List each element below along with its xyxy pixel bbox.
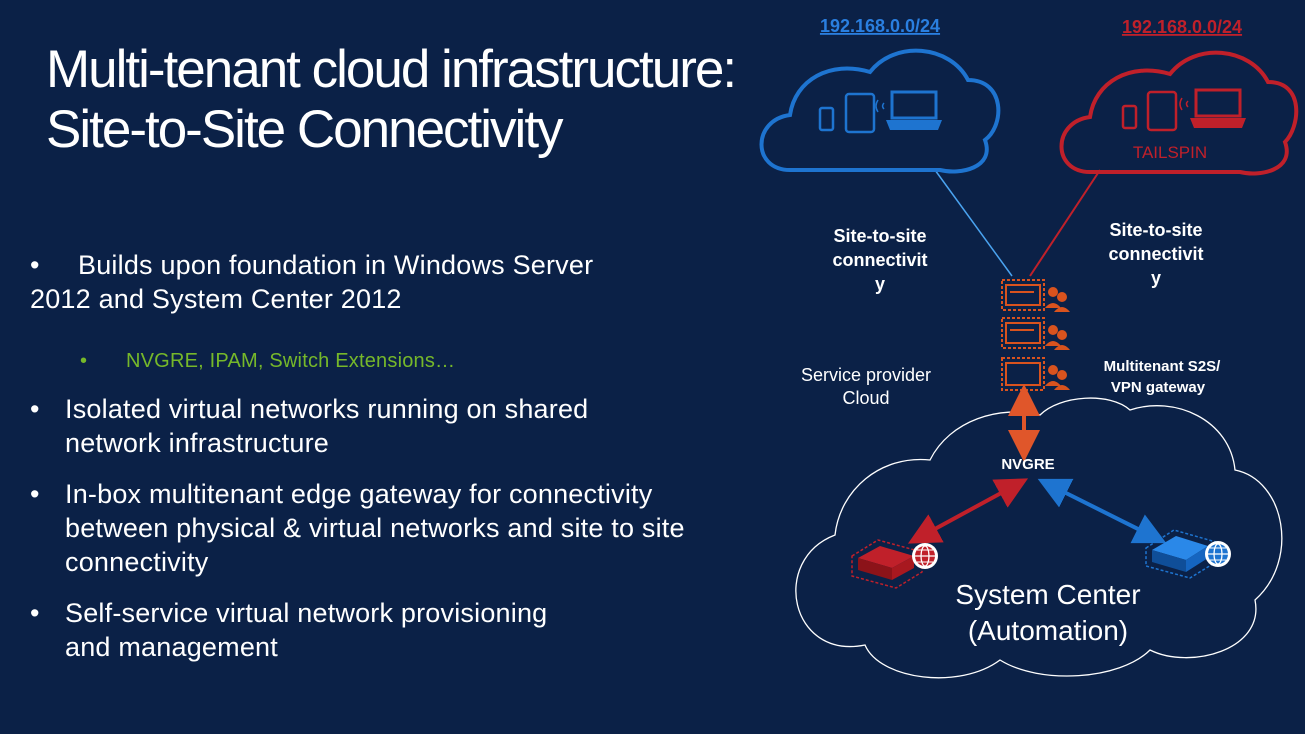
users-icon [1045, 365, 1070, 390]
laptop-icon [1179, 88, 1246, 128]
gateway-label-line-1: Multitenant S2S/ [1104, 358, 1222, 375]
service-provider-line-1: Service provider [801, 365, 931, 385]
bullet-dot: • [30, 394, 40, 424]
system-center-line-2: (Automation) [968, 615, 1128, 646]
users-icon [1045, 325, 1070, 350]
bullet-4-line-1: Self-service virtual network provisionin… [65, 598, 548, 628]
left-cloud-ip: 192.168.0.0/24 [820, 16, 940, 36]
users-icon [1045, 287, 1070, 312]
bullet-2-line-1: Isolated virtual networks running on sha… [65, 394, 589, 424]
laptop-icon [875, 90, 942, 130]
s2s-right-line-1: Site-to-site [1109, 220, 1202, 240]
tablet-icon [1146, 90, 1178, 132]
title-line-2: Site-to-Site Connectivity [46, 100, 564, 159]
s2s-left-label: Site-to-site connectivit y [832, 226, 927, 294]
service-provider-line-2: Cloud [842, 388, 889, 408]
nvgre-label: NVGRE [1001, 456, 1054, 473]
server-icon [1001, 279, 1045, 311]
s2s-right-line-3: y [1151, 268, 1161, 288]
bullet-2: • Isolated virtual networks running on s… [30, 392, 588, 460]
s2s-right-line-2: connectivit [1108, 244, 1203, 264]
bullet-3-line-1: In-box multitenant edge gateway for conn… [65, 479, 653, 509]
tenant-cloud-red: TAILSPIN [1059, 50, 1299, 176]
gateway-label-line-2: VPN gateway [1111, 379, 1206, 396]
s2s-left-line-2: connectivit [832, 250, 927, 270]
globe-icon [1205, 541, 1231, 567]
system-center-line-1: System Center [955, 579, 1140, 610]
title-line-1: Multi-tenant cloud infrastructure: [46, 40, 737, 99]
sub-bullet-dot: • [80, 350, 88, 372]
slide-title: Multi-tenant cloud infrastructure: Site-… [46, 40, 876, 160]
server-icon [1001, 357, 1045, 391]
sub-bullet-1-text: NVGRE, IPAM, Switch Extensions… [126, 350, 456, 372]
bullet-1-line-1: Builds upon foundation in Windows Server [78, 250, 594, 280]
s2s-left-line-3: y [875, 274, 885, 294]
s2s-left-line-1: Site-to-site [833, 226, 926, 246]
tailspin-label: TAILSPIN [1133, 143, 1207, 162]
tablet-icon [844, 92, 876, 134]
left-link-line [934, 169, 1013, 277]
bullet-3-line-3: connectivity [65, 547, 209, 577]
server-icon [851, 539, 923, 589]
right-link-line [1029, 169, 1101, 277]
bullet-dot: • [30, 250, 40, 280]
bullet-4-line-2: and management [65, 632, 278, 662]
s2s-right-label: Site-to-site connectivit y [1108, 220, 1203, 288]
bullet-2-line-2: network infrastructure [65, 428, 329, 458]
bullet-3-line-2: between physical & virtual networks and … [65, 513, 685, 543]
red-tunnel-arrow [907, 478, 1029, 544]
blue-tunnel-arrow [1037, 478, 1167, 544]
bullet-3: • In-box multitenant edge gateway for co… [30, 477, 685, 579]
sub-bullet-1: • NVGRE, IPAM, Switch Extensions… [80, 348, 455, 374]
tenant-cloud-blue [759, 48, 1001, 174]
server-icon [1001, 317, 1045, 349]
phone-icon [1121, 104, 1138, 130]
bullet-dot: • [30, 479, 40, 509]
bullet-dot: • [30, 598, 40, 628]
gateway-stack [1001, 279, 1070, 391]
bullet-1-line-2: 2012 and System Center 2012 [30, 284, 402, 314]
phone-icon [818, 106, 835, 132]
right-cloud-ip: 192.168.0.0/24 [1122, 17, 1242, 37]
bullet-4: • Self-service virtual network provision… [30, 596, 547, 664]
bullet-1: • Builds upon foundation in Windows Serve… [30, 248, 593, 316]
globe-icon [912, 543, 938, 569]
service-provider-cloud [795, 397, 1283, 679]
